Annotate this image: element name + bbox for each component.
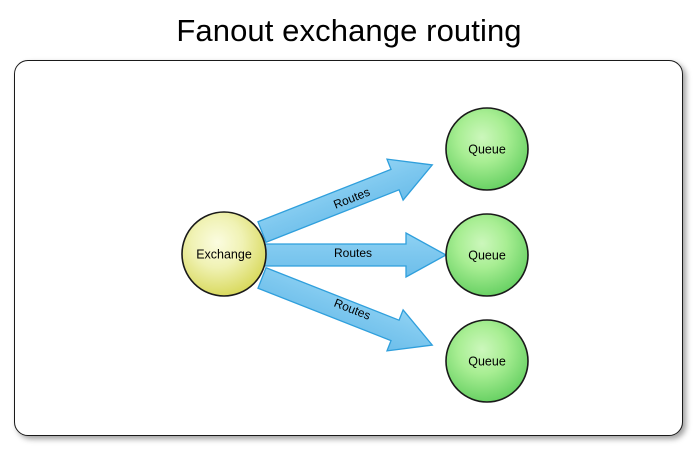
page-title: Fanout exchange routing — [176, 13, 522, 48]
diagram-canvas-frame — [14, 60, 683, 436]
